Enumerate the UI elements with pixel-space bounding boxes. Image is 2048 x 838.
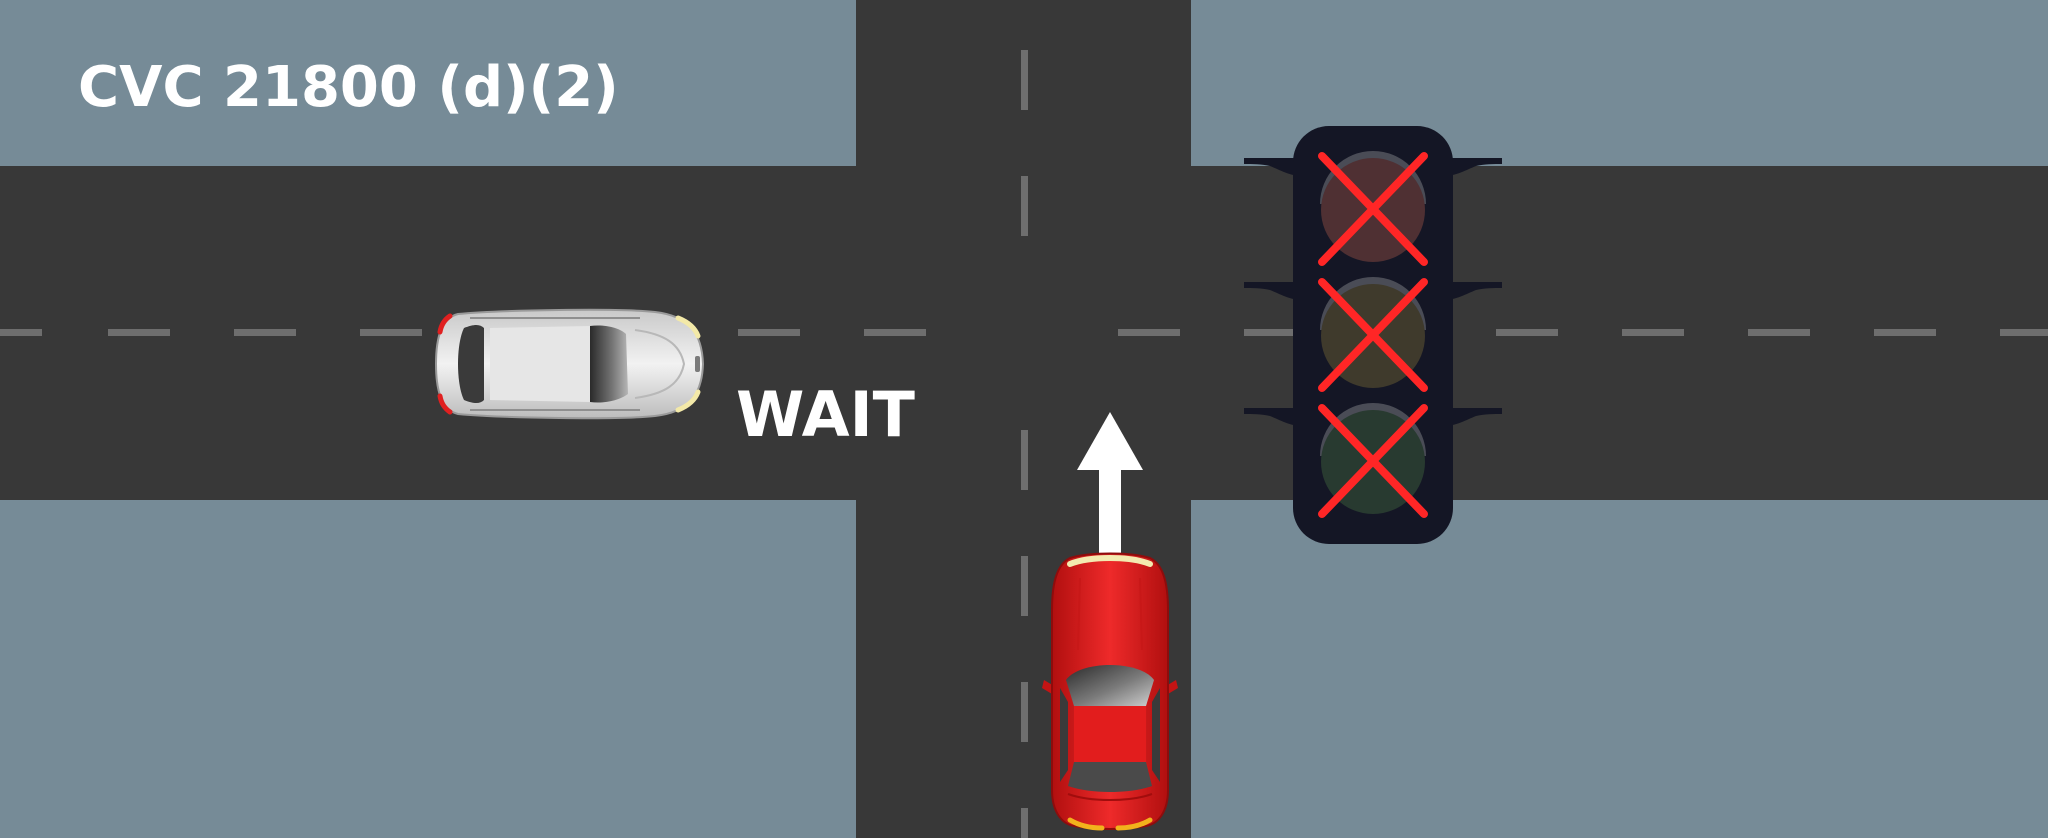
red-car bbox=[1042, 552, 1178, 831]
vertical-lane-marking bbox=[1021, 50, 1028, 838]
green-x-icon bbox=[1318, 404, 1428, 518]
wait-label: WAIT bbox=[736, 378, 915, 451]
traffic-signal bbox=[1244, 126, 1502, 544]
red-x-icon bbox=[1318, 152, 1428, 266]
yellow-x-icon bbox=[1318, 278, 1428, 392]
white-car bbox=[434, 308, 705, 420]
direction-arrow-up bbox=[1077, 412, 1143, 556]
diagram-title: CVC 21800 (d)(2) bbox=[78, 55, 619, 120]
